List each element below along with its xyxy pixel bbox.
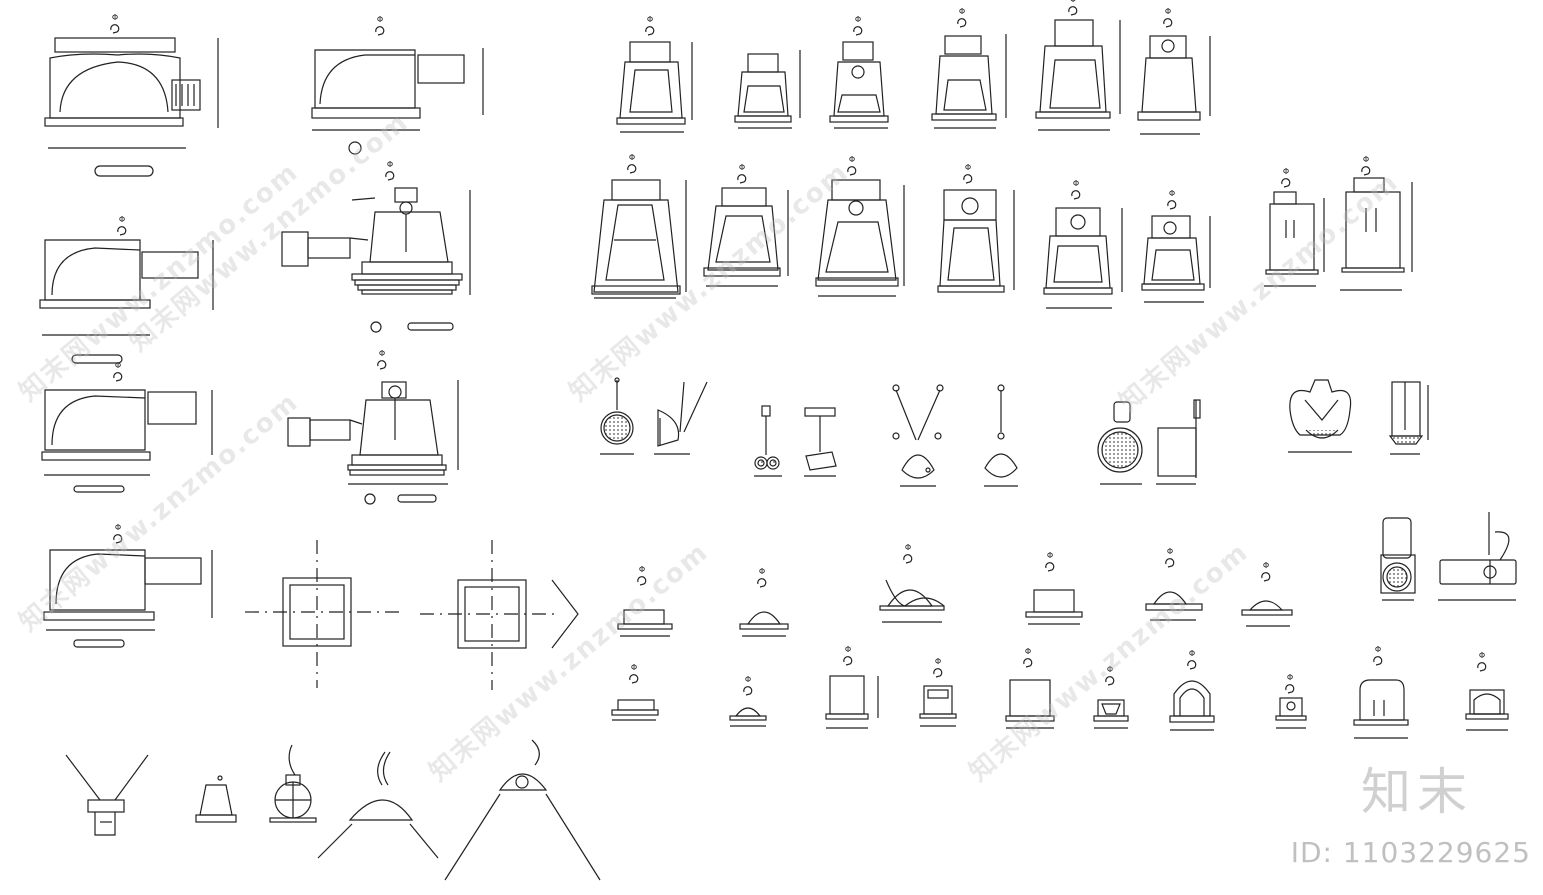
brand-logo: 知末 bbox=[1361, 763, 1473, 821]
id-label: ID: 1103229625 bbox=[1290, 836, 1531, 869]
recessed-housing-7 bbox=[287, 348, 459, 505]
ceiling-cutout-2 bbox=[420, 540, 579, 690]
cone-pendant bbox=[444, 739, 601, 881]
globe-pendant bbox=[269, 744, 317, 823]
downlight-row-2 bbox=[591, 152, 1413, 309]
recessed-housing-2 bbox=[39, 214, 214, 382]
recessed-trim-row-2 bbox=[611, 644, 1509, 739]
recessed-housing-6 bbox=[281, 159, 471, 333]
dome-pendant bbox=[317, 751, 439, 859]
recessed-housing-3 bbox=[41, 389, 213, 493]
downlight-row-1 bbox=[616, 0, 1211, 135]
recessed-housing-5 bbox=[311, 14, 484, 155]
recessed-trim-row-1 bbox=[617, 512, 1517, 637]
hanging-pendant-1 bbox=[65, 754, 149, 836]
ceiling-cutout-1 bbox=[245, 540, 405, 688]
recessed-housing-1 bbox=[44, 12, 219, 177]
track-light-row bbox=[600, 377, 1429, 487]
recessed-housing-4 bbox=[43, 522, 213, 648]
small-downlight bbox=[195, 775, 237, 823]
